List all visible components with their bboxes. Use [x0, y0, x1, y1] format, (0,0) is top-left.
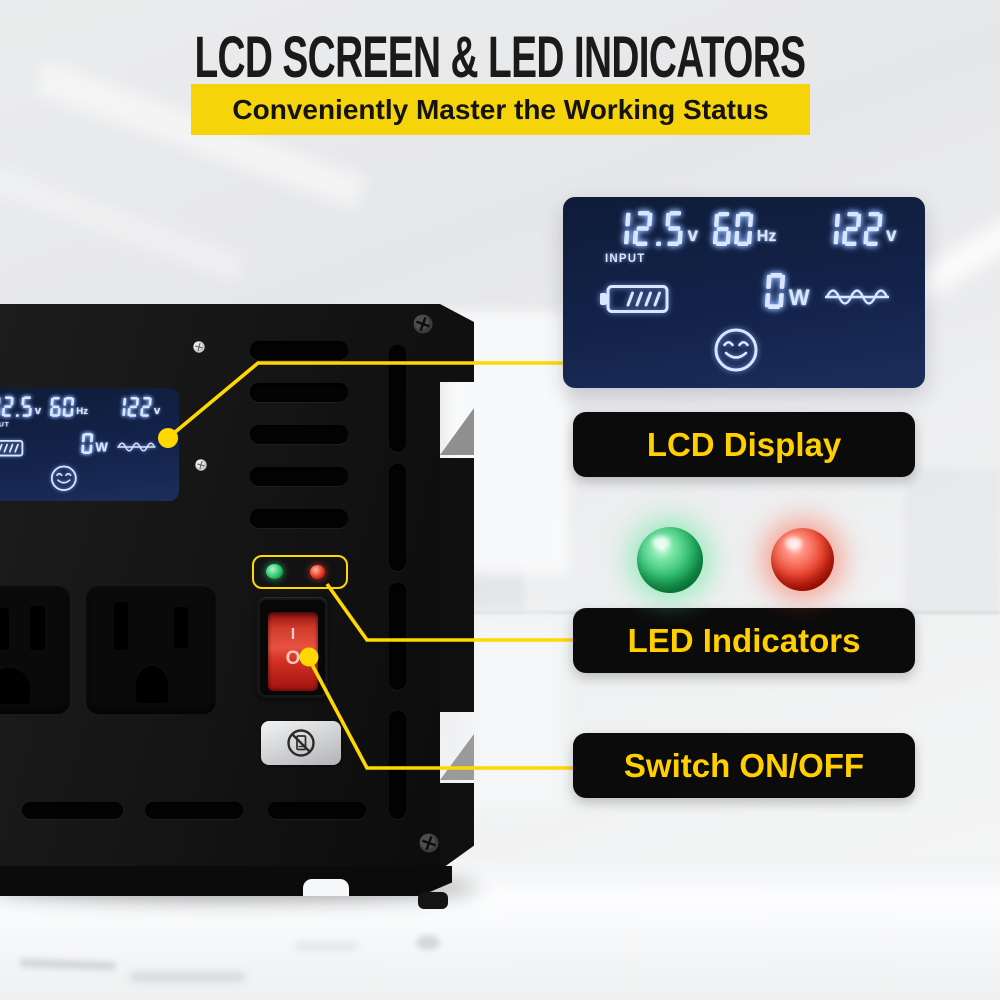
- outlet-slot: [0, 608, 9, 650]
- device-side-flange: [440, 783, 474, 870]
- switch-off-symbol: O: [285, 648, 301, 669]
- device-heatsink-wedge: [440, 408, 474, 455]
- green-led-closeup: [637, 527, 703, 593]
- vent-slot: [22, 802, 123, 819]
- callout-label-text: LED Indicators: [627, 621, 861, 659]
- lcd-output-voltage: [821, 212, 883, 246]
- lcd-output-voltage-unit: v: [886, 225, 897, 246]
- lcd-output-voltage-unit: v: [153, 404, 161, 417]
- floor-reflection: [130, 972, 245, 982]
- device-side-flange: [440, 304, 474, 382]
- lcd-frequency: [50, 396, 75, 417]
- vent-slot: [250, 467, 348, 486]
- switch-on-symbol: I: [290, 626, 296, 643]
- vent-slot: [250, 509, 348, 528]
- lcd-input-label: INPUT: [0, 421, 10, 429]
- lcd-content: v INPUT Hz v W: [563, 197, 925, 388]
- lcd-input-voltage-unit: v: [34, 404, 42, 417]
- lcd-output-voltage: [115, 396, 152, 417]
- battery-level-icon: [600, 285, 669, 313]
- power-outlet: [0, 584, 70, 714]
- vent-slot: [250, 425, 348, 444]
- battery-level-icon: [0, 439, 24, 457]
- floor-reflection: [295, 942, 357, 950]
- device-base-notch: [303, 879, 349, 896]
- subtitle-text: Conveniently Master the Working Status: [232, 93, 769, 125]
- outlet-ground-hole: [136, 666, 168, 703]
- subtitle-banner: Conveniently Master the Working Status: [191, 84, 810, 135]
- device-foot: [418, 892, 448, 909]
- vent-slot: [250, 383, 348, 402]
- page-title: LCD SCREEN & LED INDICATORS: [194, 25, 807, 90]
- background-cityscape: [905, 468, 1000, 612]
- lcd-frequency-unit: Hz: [76, 406, 89, 417]
- vent-slot: [250, 341, 348, 360]
- screw-icon: [195, 459, 207, 471]
- device-base: [0, 866, 452, 896]
- smiley-face-icon: [50, 465, 77, 491]
- rocker-switch: I O: [268, 612, 318, 691]
- vent-slot: [145, 802, 243, 819]
- lcd-input-voltage: [0, 396, 33, 417]
- vent-slot: [389, 711, 406, 819]
- lcd-frequency-unit: Hz: [756, 228, 777, 245]
- red-led-closeup: [771, 528, 834, 591]
- vent-slot: [268, 802, 366, 819]
- outlet-slot: [30, 606, 45, 650]
- floor-reflection: [416, 935, 440, 950]
- vent-slot: [389, 583, 406, 690]
- sine-wave-icon: [117, 442, 156, 452]
- device-heatsink-wedge: [440, 734, 474, 780]
- lcd-power-value: [81, 432, 94, 455]
- warning-label: [261, 721, 341, 765]
- power-outlet: [86, 584, 216, 714]
- outlet-ground-hole: [0, 668, 30, 704]
- outlet-slot: [114, 602, 128, 650]
- vent-slot: [389, 345, 406, 452]
- lcd-power-unit: W: [95, 439, 108, 455]
- device-side-flange: [440, 458, 474, 712]
- screw-icon: [413, 314, 433, 334]
- lcd-power-value: [765, 273, 786, 309]
- lcd-content: v INPUT Hz v W: [0, 388, 177, 501]
- callout-label-led-indicators: LED Indicators: [573, 608, 915, 673]
- lcd-input-label: INPUT: [605, 253, 646, 265]
- screw-icon: [419, 833, 439, 853]
- callout-label-text: LCD Display: [646, 425, 842, 463]
- lcd-input-voltage: [611, 211, 685, 246]
- outlet-slot: [174, 607, 188, 648]
- callout-label-switch-on-off: Switch ON/OFF: [573, 733, 915, 798]
- led-indicator-frame: [252, 555, 348, 589]
- red-led: [310, 565, 325, 579]
- no-cellphone-icon: [287, 729, 315, 757]
- green-led: [266, 564, 283, 579]
- sine-wave-icon: [825, 289, 889, 305]
- smiley-face-icon: [714, 328, 758, 372]
- screw-icon: [193, 341, 205, 353]
- vent-slot: [389, 464, 406, 571]
- callout-label-text: Switch ON/OFF: [623, 746, 865, 784]
- lcd-closeup-panel: v INPUT Hz v W: [563, 197, 925, 388]
- lcd-input-voltage-unit: v: [687, 225, 699, 246]
- lcd-screen-device: v INPUT Hz v W: [0, 388, 179, 501]
- callout-label-lcd-display: LCD Display: [573, 412, 915, 477]
- lcd-power-unit: W: [788, 285, 810, 310]
- lcd-frequency: [713, 212, 754, 246]
